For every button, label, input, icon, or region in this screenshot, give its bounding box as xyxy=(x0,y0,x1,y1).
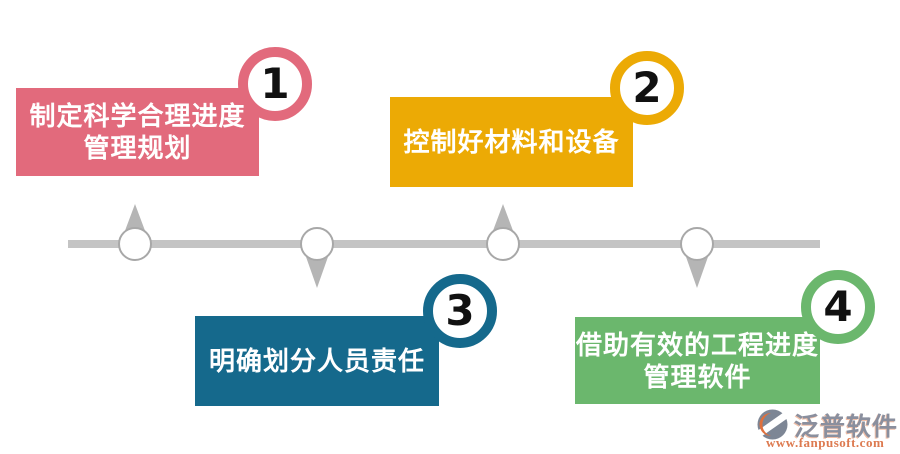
step-badge-4: 4 xyxy=(801,270,875,344)
badge-number-3: 3 xyxy=(445,286,475,335)
badge-number-2: 2 xyxy=(632,63,662,112)
timeline-node-4 xyxy=(680,227,714,261)
badge-number-4: 4 xyxy=(823,282,853,331)
timeline-node-3 xyxy=(486,227,520,261)
watermark: 泛普软件 www.fanpusoft.com xyxy=(750,405,900,451)
step-1-label-line-2: 管理规划 xyxy=(83,133,192,163)
step-2-label-line-1: 控制好材料和设备 xyxy=(403,127,620,157)
step-1-label-line-1: 制定科学合理进度 xyxy=(29,101,246,131)
brand-logo-icon xyxy=(756,409,789,440)
timeline-node-2 xyxy=(300,227,334,261)
step-badge-1: 1 xyxy=(238,47,312,121)
step-box-3: 明确划分人员责任 xyxy=(195,316,439,406)
step-box-1: 制定科学合理进度 管理规划 xyxy=(16,88,259,176)
step-badge-2: 2 xyxy=(610,51,684,125)
brand-url: www.fanpusoft.com xyxy=(766,435,885,450)
badge-number-1: 1 xyxy=(260,59,290,108)
timeline-line xyxy=(68,240,820,248)
step-3-label-line-1: 明确划分人员责任 xyxy=(208,346,425,376)
step-4-label-line-1: 借助有效的工程进度 xyxy=(575,329,819,360)
step-badge-3: 3 xyxy=(423,274,497,348)
timeline-node-1 xyxy=(118,227,152,261)
step-box-4: 借助有效的工程进度 管理软件 xyxy=(575,317,820,404)
step-box-2: 控制好材料和设备 xyxy=(390,97,633,187)
brand-name: 泛普软件 xyxy=(794,413,899,441)
step-4-label-line-2: 管理软件 xyxy=(643,361,752,392)
